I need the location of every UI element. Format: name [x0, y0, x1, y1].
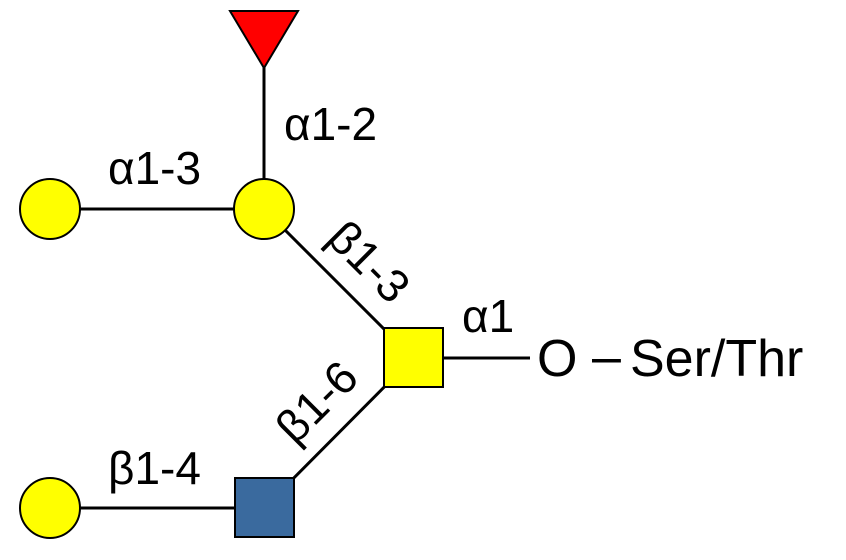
- attachment-dash: –: [592, 328, 621, 386]
- galactose-terminal-lower-circle: [19, 477, 81, 539]
- linkage-label-gal-gal: α1-3: [108, 142, 201, 194]
- galactose-terminal-upper-circle: [19, 178, 81, 240]
- linkage-label-gal-galnac: β1-3: [318, 210, 420, 312]
- linkage-label-gal-glcnac: β1-4: [108, 442, 201, 494]
- linkage-label-glcnac-galnac: β1-6: [265, 351, 367, 453]
- linkage-label-fuc-gal: α1-2: [284, 98, 377, 150]
- amino-acid-label: Ser/Thr: [630, 330, 803, 388]
- oxygen-label: O: [537, 330, 577, 388]
- fucose-triangle: [228, 10, 300, 70]
- glcnac-branch-square: [234, 477, 295, 538]
- galnac-core-square: [383, 327, 444, 388]
- linkage-label-galnac-o: α1: [462, 290, 514, 342]
- galactose-branch-circle: [233, 178, 295, 240]
